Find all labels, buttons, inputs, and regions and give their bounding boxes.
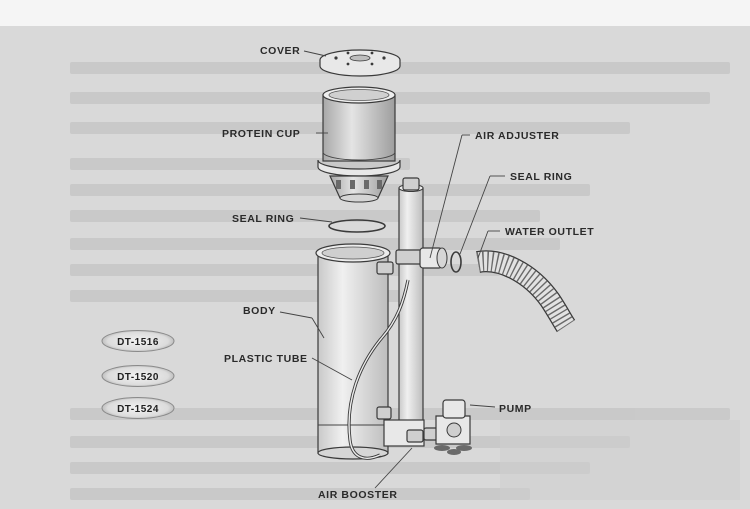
model-badge-3: DT-1524 bbox=[101, 397, 175, 419]
model-badge-3-text: DT-1524 bbox=[117, 404, 159, 415]
label-seal-ring-left: SEAL RING bbox=[232, 213, 294, 225]
label-plastic-tube: PLASTIC TUBE bbox=[224, 353, 308, 365]
body-part bbox=[315, 243, 394, 460]
model-badge-1-text: DT-1516 bbox=[117, 337, 159, 348]
air-adjuster-column-part bbox=[395, 177, 427, 427]
label-seal-ring-right: SEAL RING bbox=[510, 171, 572, 183]
seal-ring-right-part bbox=[450, 251, 462, 273]
pump-part bbox=[423, 399, 472, 455]
label-air-adjuster: AIR ADJUSTER bbox=[475, 130, 559, 142]
label-protein-cup: PROTEIN CUP bbox=[222, 128, 300, 140]
air-booster-part bbox=[383, 419, 425, 447]
water-outlet-hose-part bbox=[476, 250, 576, 333]
label-body: BODY bbox=[243, 305, 276, 317]
model-badge-2-text: DT-1520 bbox=[117, 372, 159, 383]
background-text-texture bbox=[70, 62, 730, 500]
label-cover: COVER bbox=[260, 45, 300, 57]
protein-cup-part bbox=[317, 86, 401, 203]
cover-part bbox=[319, 49, 401, 77]
model-badge-2: DT-1520 bbox=[101, 365, 175, 387]
grid-texture-patch bbox=[500, 420, 740, 500]
seal-ring-left-part bbox=[328, 219, 386, 233]
top-margin-strip bbox=[0, 0, 750, 26]
label-water-outlet: WATER OUTLET bbox=[505, 226, 594, 238]
model-badge-1: DT-1516 bbox=[101, 330, 175, 352]
leader-lines bbox=[279, 50, 505, 489]
label-air-booster: AIR BOOSTER bbox=[318, 489, 398, 501]
outlet-fitting-part bbox=[419, 247, 448, 269]
label-pump: PUMP bbox=[499, 403, 532, 415]
